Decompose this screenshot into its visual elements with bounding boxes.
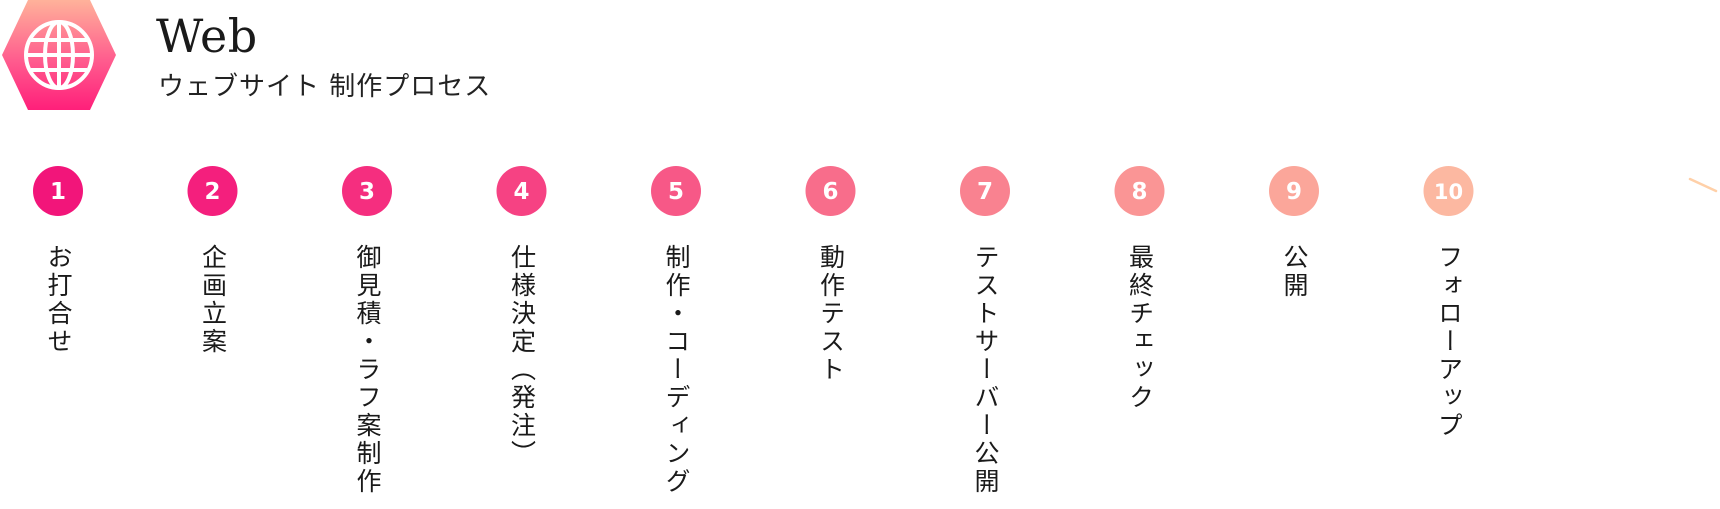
step-10-circle <box>1423 166 1474 216</box>
step-10-label: フォローアップ <box>1434 244 1464 440</box>
step-9-number: 9 <box>1286 179 1302 205</box>
timeline-graphic: 1 2 3 4 5 6 7 8 9 10 <box>33 166 1718 216</box>
step-1-label: お打合せ <box>44 244 73 356</box>
logo-badge <box>0 0 118 110</box>
step-6-circle <box>805 166 856 216</box>
step-2-label: 企画立案 <box>198 244 228 356</box>
page-subtitle: ウェブサイト 制作プロセス <box>158 72 492 102</box>
step-1-number: 1 <box>50 179 66 205</box>
step-7-circle <box>960 166 1010 216</box>
step-2-circle <box>187 166 238 216</box>
step-labels: お打合せ 企画立案 御見積・ラフ案制作 仕様決定（発注） 制作・コーディング 動作テスト テ… <box>0 244 1720 509</box>
step-3-circle <box>342 166 392 216</box>
step-10-number: 10 <box>1434 180 1463 204</box>
step-9-label: 公開 <box>1280 244 1309 300</box>
step-9-circle <box>1269 166 1319 216</box>
step-4-number: 4 <box>513 179 529 205</box>
step-6-number: 6 <box>822 179 838 205</box>
globe-icon <box>2 0 116 110</box>
step-5-number: 5 <box>668 179 684 205</box>
step-4-circle <box>496 166 547 216</box>
step-1-circle <box>33 166 83 216</box>
step-2-number: 2 <box>204 179 220 205</box>
step-6-label: 動作テスト <box>816 244 846 384</box>
step-7-number: 7 <box>977 179 993 205</box>
step-8-circle <box>1114 166 1165 216</box>
step-5-label: 制作・コーディング <box>662 244 691 496</box>
page-title: Web <box>156 9 258 63</box>
step-3-number: 3 <box>359 179 375 205</box>
step-7-label: テストサーバー公開 <box>971 244 1000 496</box>
process-timeline: 1 2 3 4 5 6 7 8 9 10 <box>0 150 1720 230</box>
arrow-head-icon <box>1688 177 1718 193</box>
step-5-circle <box>651 166 701 216</box>
step-3-label: 御見積・ラフ案制作 <box>353 244 382 496</box>
step-4-label: 仕様決定（発注） <box>507 244 537 468</box>
step-8-number: 8 <box>1131 179 1147 205</box>
step-8-label: 最終チェック <box>1125 244 1155 412</box>
